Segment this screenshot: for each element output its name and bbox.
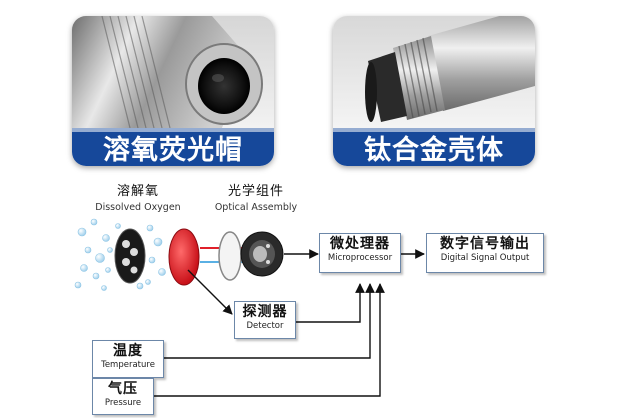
pressure-zh: 气压 xyxy=(108,381,138,397)
flow-arrows xyxy=(154,249,425,397)
dissolved-oxygen-caption: 溶解氧 Dissolved Oxygen xyxy=(78,180,198,213)
optical-assembly-zh: 光学组件 xyxy=(227,184,284,199)
microprocessor-en: Microprocessor xyxy=(327,253,393,263)
optical-filter xyxy=(218,231,242,281)
optical-assembly-caption: 光学组件 Optical Assembly xyxy=(196,180,316,213)
dissolved-oxygen-en: Dissolved Oxygen xyxy=(95,202,181,213)
sensor-face xyxy=(114,228,146,284)
fluorescent-disk xyxy=(168,228,200,286)
optical-assembly-en: Optical Assembly xyxy=(214,202,298,213)
microprocessor-box: 微处理器 Microprocessor xyxy=(319,233,401,273)
digital-output-en: Digital Signal Output xyxy=(440,253,530,263)
titanium-housing-photo xyxy=(333,16,535,128)
dissolved-oxygen-zh: 溶解氧 xyxy=(116,184,159,199)
fluorescent-cap-photo xyxy=(72,16,274,129)
pressure-en: Pressure xyxy=(104,398,142,408)
optical-assembly xyxy=(240,231,284,277)
detector-zh: 探测器 xyxy=(242,304,288,320)
fluorescent-cap-card: 溶氧荧光帽 xyxy=(72,16,274,166)
temperature-box: 温度 Temperature xyxy=(92,340,164,378)
temperature-en: Temperature xyxy=(101,360,155,370)
temperature-zh: 温度 xyxy=(113,343,143,359)
titanium-housing-label: 钛合金壳体 xyxy=(333,128,535,166)
titanium-housing-card: 钛合金壳体 xyxy=(333,16,535,166)
digital-output-zh: 数字信号输出 xyxy=(440,236,530,252)
pressure-box: 气压 Pressure xyxy=(92,378,154,415)
detector-box: 探测器 Detector xyxy=(234,301,296,339)
fluorescent-cap-label: 溶氧荧光帽 xyxy=(72,128,274,166)
digital-output-box: 数字信号输出 Digital Signal Output xyxy=(426,233,544,273)
detector-en: Detector xyxy=(246,321,284,331)
microprocessor-zh: 微处理器 xyxy=(330,236,390,252)
oxygen-bubbles xyxy=(74,218,166,291)
